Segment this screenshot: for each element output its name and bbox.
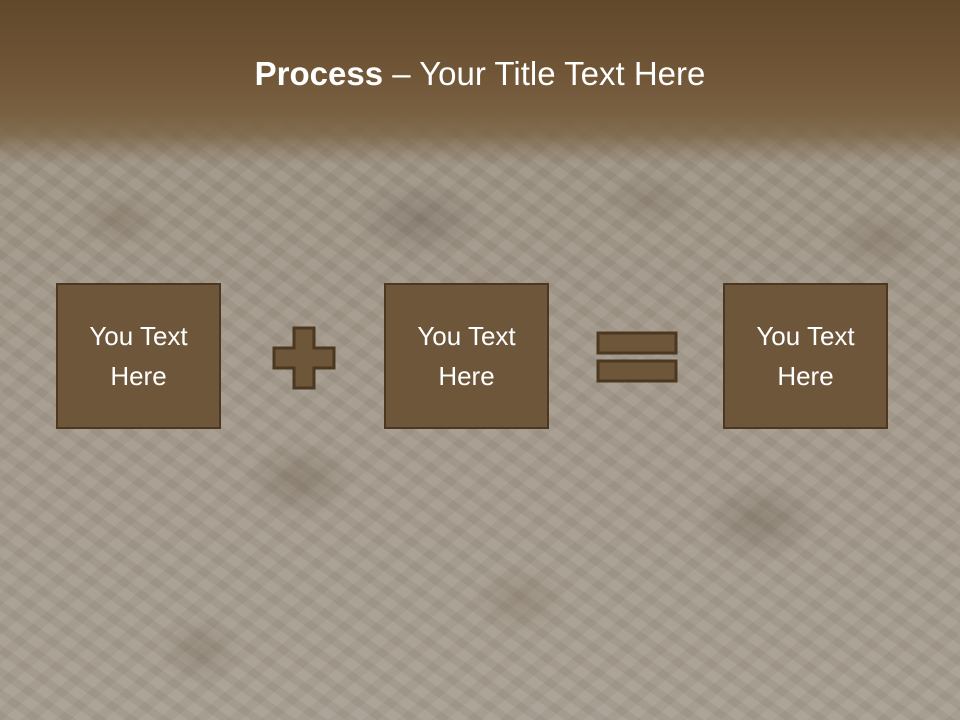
title-rest: – Your Title Text Here bbox=[383, 55, 706, 92]
process-box-3-text: You Text Here bbox=[756, 321, 855, 391]
process-box-1-text: You Text Here bbox=[89, 321, 188, 391]
slide-title: Process – Your Title Text Here bbox=[0, 52, 960, 96]
process-box-3: You Text Here bbox=[723, 283, 888, 429]
title-band bbox=[0, 0, 960, 165]
process-box-2: You Text Here bbox=[384, 283, 549, 429]
process-box-2-text: You Text Here bbox=[417, 321, 516, 391]
plus-icon bbox=[272, 326, 336, 390]
equals-icon bbox=[596, 331, 678, 383]
process-box-1: You Text Here bbox=[56, 283, 221, 429]
title-bold: Process bbox=[254, 55, 384, 92]
